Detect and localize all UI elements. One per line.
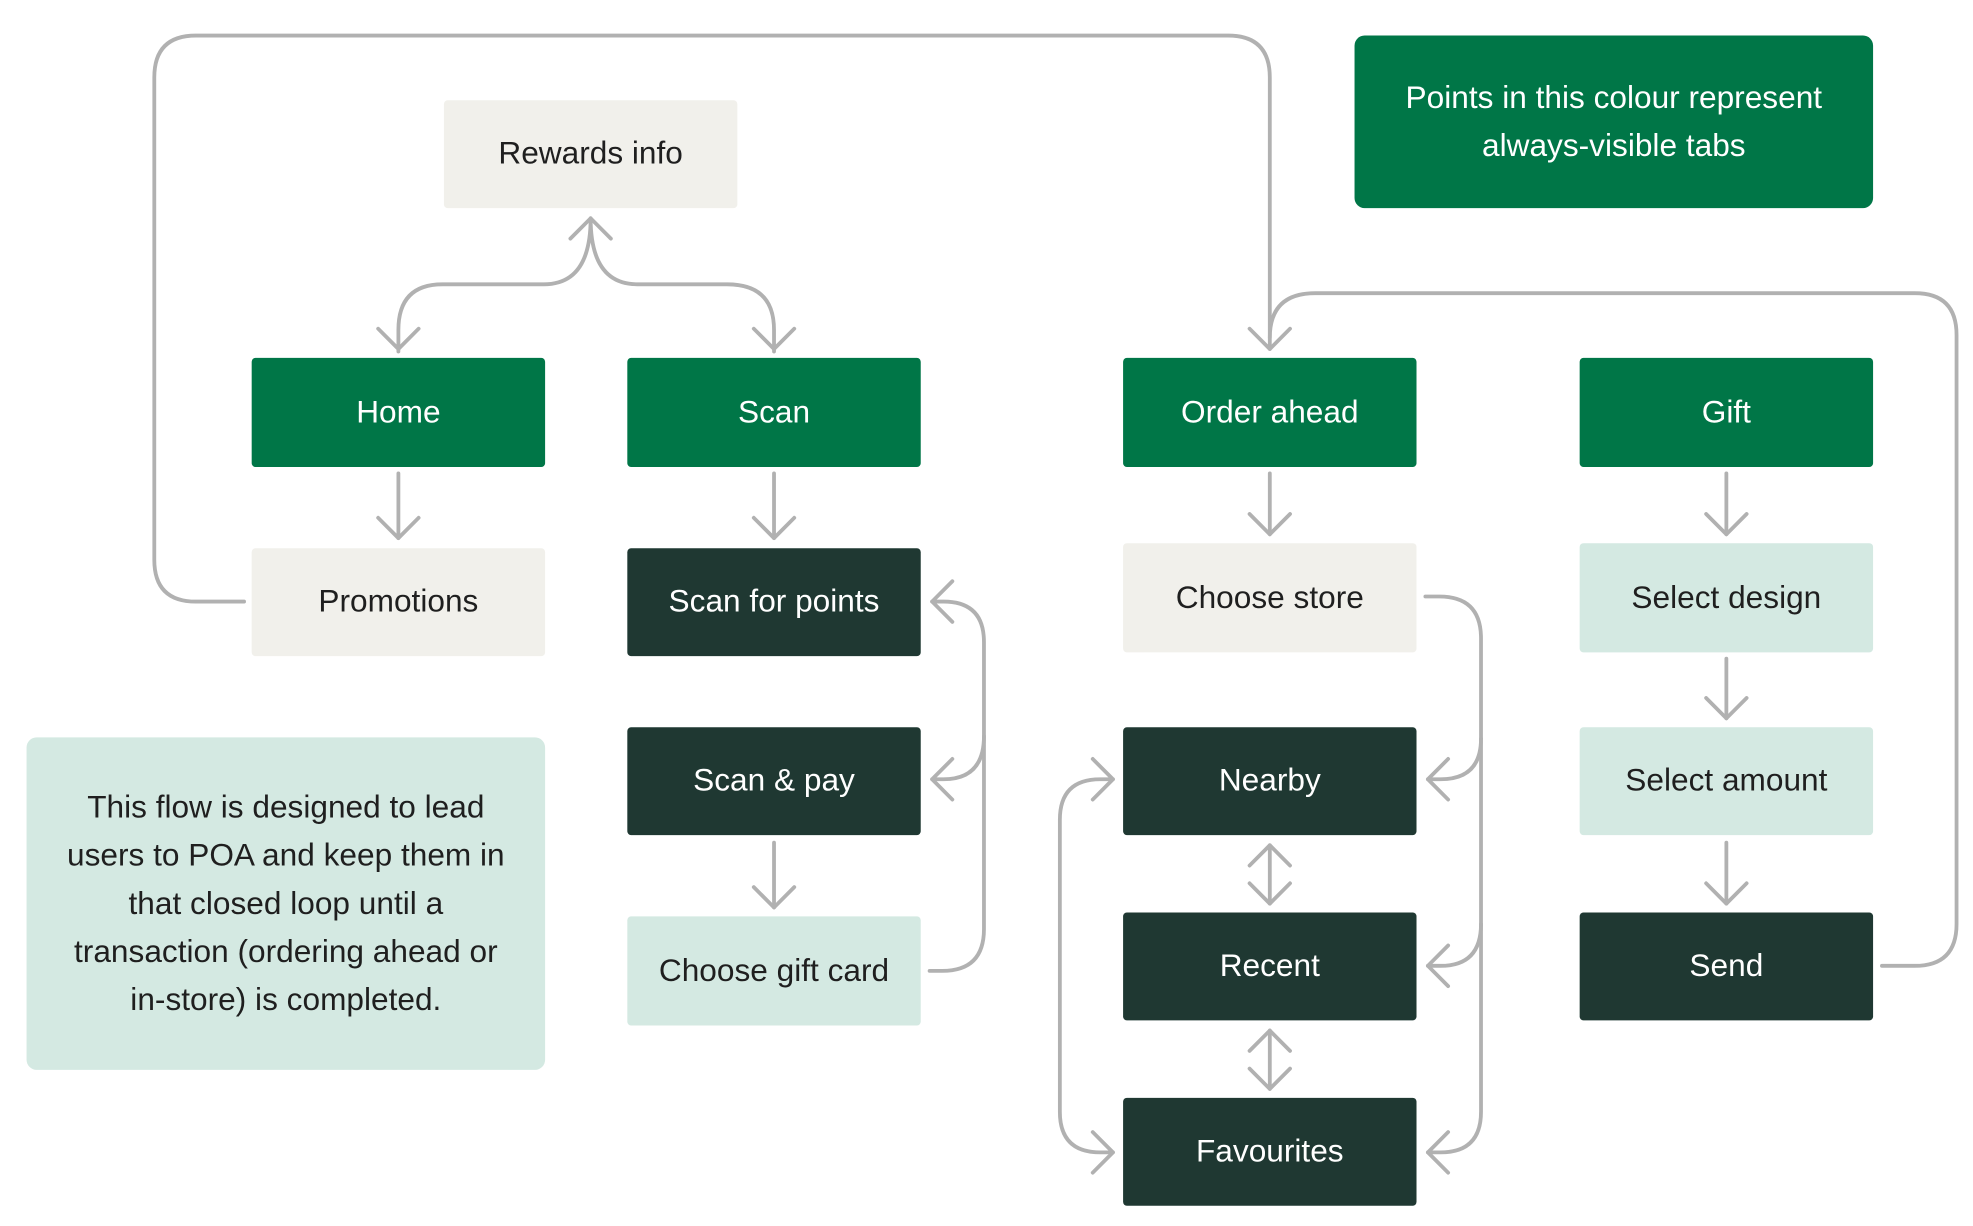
arrowhead-recent-right [1425,943,1451,989]
arrowhead-scan [751,326,797,351]
node-select-design[interactable]: Select design [1579,543,1874,653]
arrowhead-nearby-recent-down [1247,881,1292,906]
node-promotions[interactable]: Promotions [251,548,546,657]
arrowhead-nearby-recent-up [1247,843,1292,868]
node-choose-store[interactable]: Choose store [1123,543,1417,653]
arrowhead-scan-for-points-side [930,579,955,624]
node-scan-and-pay[interactable]: Scan & pay [627,727,921,836]
node-label: Recent [1219,948,1320,984]
arrowhead-select-design [1704,512,1749,537]
arrowhead-favourites-left [1090,1130,1115,1175]
connector-gift-card-loop [927,599,986,973]
arrowhead-order-ahead-top [1247,326,1292,351]
arrowhead-home [376,326,421,351]
node-label: Order ahead [1181,394,1359,430]
node-nearby[interactable]: Nearby [1123,727,1417,836]
arrowhead-choose-gift-card [751,885,797,910]
node-select-amount[interactable]: Select amount [1579,727,1874,836]
connector-bracket-nearby [1425,736,1483,782]
arrowhead-recent-favourites-down [1247,1066,1292,1091]
node-label: Home [356,394,441,430]
node-label: Choose gift card [658,952,890,989]
connector-home-scan-to-rewards [396,216,776,354]
legend-note: Points in this colour represent always-v… [1354,35,1874,209]
node-recent[interactable]: Recent [1123,912,1417,1021]
legend-note-text: Points in this colour represent always-v… [1405,79,1823,164]
node-scan-for-points[interactable]: Scan for points [627,548,921,657]
connector-loop-to-scan-pay [930,734,986,782]
node-gift[interactable]: Gift [1579,357,1874,468]
node-label: Promotions [318,583,479,620]
flow-description-note: This flow is designed to lead users to P… [26,737,546,1070]
connector-promotions-to-order-ahead [152,33,1272,604]
node-label: Select amount [1625,762,1828,799]
arrowhead-select-amount [1704,696,1749,721]
arrowhead-choose-store [1247,512,1292,537]
node-label: Gift [1701,394,1751,430]
node-scan[interactable]: Scan [627,357,921,468]
arrowhead-scan-pay-side [930,757,955,802]
node-label: Send [1689,948,1764,984]
node-rewards-info[interactable]: Rewards info [443,100,738,209]
arrowhead-nearby-left [1090,757,1115,802]
node-label: Select design [1631,579,1822,615]
connector-send-to-order-ahead [1267,291,1959,968]
node-label: Nearby [1218,762,1321,799]
node-favourites[interactable]: Favourites [1123,1097,1417,1206]
node-label: Scan for points [668,583,880,620]
arrowhead-recent-favourites-up [1247,1028,1292,1053]
node-home[interactable]: Home [251,357,546,468]
arrowhead-rewards-info [568,216,613,241]
arrowhead-promotions [376,515,421,541]
arrowhead-favourites-right [1425,1130,1451,1175]
node-send[interactable]: Send [1579,912,1874,1021]
node-label: Scan [737,394,811,430]
connector-bracket-recent [1425,922,1483,968]
arrowhead-send [1704,881,1749,906]
node-label: Choose store [1175,579,1364,615]
connector-nearby-favourites-left [1057,777,1115,1155]
flow-note-text: This flow is designed to lead users to P… [66,789,505,1018]
node-label: Rewards info [498,135,683,172]
node-choose-gift-card[interactable]: Choose gift card [627,916,921,1026]
connector-choose-store-bracket [1423,594,1483,1155]
node-label: Favourites [1195,1133,1344,1169]
arrowhead-nearby-right [1425,757,1451,802]
node-label: Scan & pay [693,762,855,799]
arrowhead-scan-for-points [751,515,797,541]
node-order-ahead[interactable]: Order ahead [1123,357,1417,468]
